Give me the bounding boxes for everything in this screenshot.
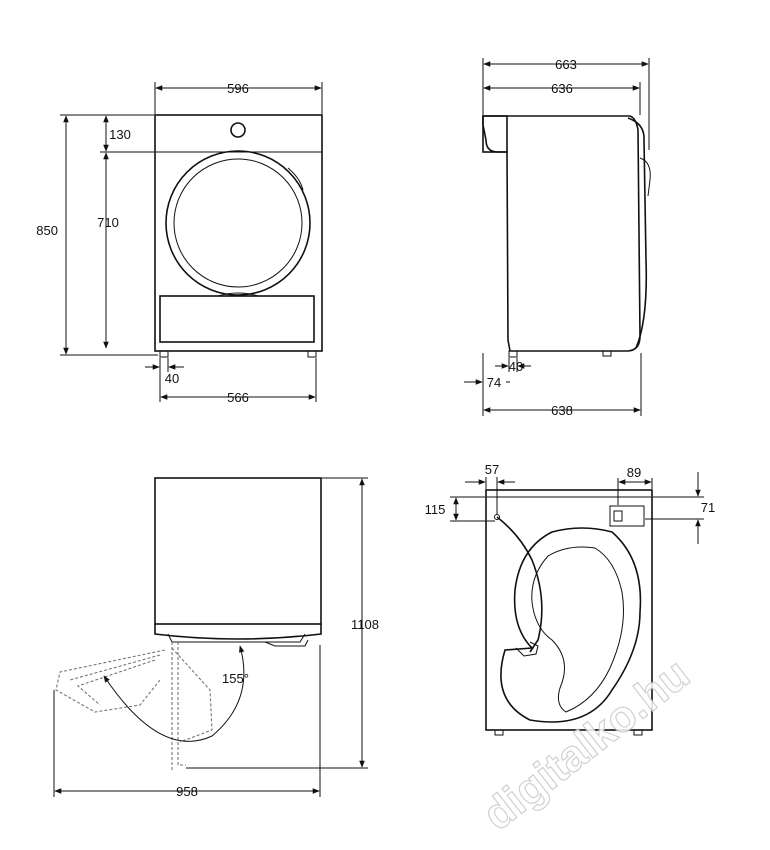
dim-door-angle: 155° [222, 671, 249, 686]
side-door-profile [627, 117, 648, 349]
rear-foot-left [494, 729, 504, 736]
side-top-block [482, 115, 508, 153]
front-foot-left [159, 350, 169, 358]
dim-front-foot-offset: 40 [165, 371, 179, 386]
door-handle [287, 167, 304, 191]
dim-top-panel: 130 [109, 127, 131, 142]
door-angle-arc [103, 645, 245, 742]
door-open-down [171, 647, 213, 743]
side-foot-front [602, 350, 612, 357]
rear-view: 57 115 89 71 [425, 462, 715, 736]
dim-front-width: 596 [227, 81, 249, 96]
dim-hose-x: 57 [485, 462, 499, 477]
water-tank-drawer [159, 295, 315, 343]
side-view: 663 636 40 74 638 [464, 57, 651, 418]
rating-plate [609, 505, 645, 527]
door-open-left [55, 649, 166, 713]
door-outer-ring [165, 150, 311, 296]
dim-foot-span: 566 [227, 390, 249, 405]
rear-body [485, 489, 653, 731]
program-knob [230, 122, 246, 138]
dim-side-foot-offset: 40 [509, 359, 523, 374]
dim-side-body-depth: 636 [551, 81, 573, 96]
rear-foot-right [633, 729, 643, 736]
dim-side-total-depth: 663 [555, 57, 577, 72]
top-cabinet [154, 477, 322, 625]
rear-duct-inner [531, 546, 624, 713]
dim-hose-y: 115 [425, 502, 446, 517]
dim-side-rear-offset: 74 [487, 375, 501, 390]
drain-hose [496, 516, 543, 653]
cabinet-base [167, 633, 306, 643]
drawer-handle [217, 292, 259, 297]
side-foot-rear [508, 350, 518, 358]
watermark-text: digitalko.hu [474, 649, 699, 840]
dim-plate-y: 71 [701, 500, 715, 515]
dim-plate-x: 89 [627, 465, 641, 480]
dim-height-door-open: 1108 [351, 617, 379, 632]
dim-door-height: 710 [97, 215, 119, 230]
door-glass [173, 158, 303, 288]
hose-clip [515, 641, 539, 657]
dim-side-foot-depth: 638 [551, 403, 573, 418]
rear-duct-outer [500, 527, 642, 723]
cabinet-foot-piece [264, 639, 309, 647]
front-view: 596 850 130 710 40 566 [36, 81, 323, 405]
front-foot-right [307, 350, 317, 358]
front-body [154, 114, 323, 352]
dim-width-door-open: 958 [176, 784, 198, 799]
dim-front-height: 850 [36, 223, 58, 238]
door-open-view: 155° 1108 958 [53, 477, 379, 799]
side-door-handle [639, 157, 651, 197]
cabinet-bottom-curve [154, 624, 322, 640]
